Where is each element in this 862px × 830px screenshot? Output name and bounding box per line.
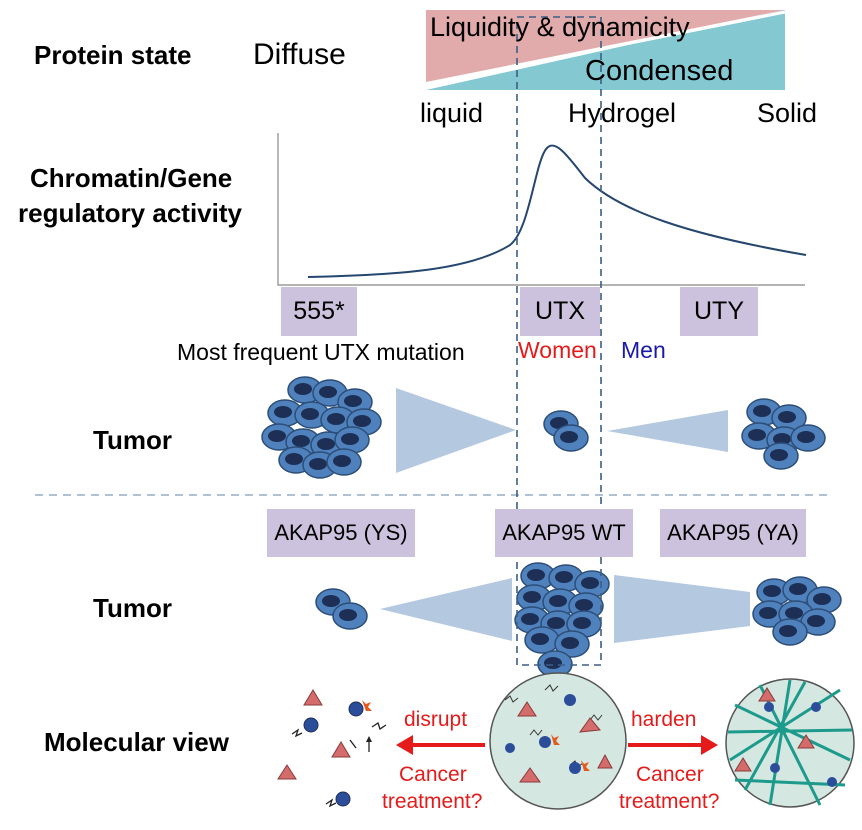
akap95-ys-box: AKAP95 (YS) <box>267 509 415 557</box>
hydrogel-network <box>725 678 855 808</box>
tumor2-label: Tumor <box>93 593 172 623</box>
wedge-separator <box>425 10 786 86</box>
men-label: Men <box>621 337 666 363</box>
condensate-droplet <box>489 672 627 810</box>
activity-label-line1: Chromatin/Gene <box>30 163 233 193</box>
tumor-cell <box>772 618 808 646</box>
tumor-cell <box>806 586 842 614</box>
tumor2-medium-cluster <box>752 576 842 646</box>
treatment-right-label: treatment? <box>619 790 720 813</box>
mutant-note: Most frequent UTX mutation <box>177 339 465 365</box>
activity-label-line2: regulatory activity <box>18 198 242 228</box>
tumor1-label: Tumor <box>93 425 172 455</box>
tumor-cell <box>790 424 826 452</box>
tumor-cell <box>516 584 552 612</box>
utx-box: UTX <box>520 287 600 336</box>
akap95-ys-label: AKAP95 (YS) <box>274 520 408 545</box>
liquidity-wedge <box>426 10 785 82</box>
harden-arrow <box>628 735 718 755</box>
tumor-cell <box>334 426 370 454</box>
uty-box: UTY <box>680 287 758 336</box>
protein-state-label: Protein state <box>34 40 192 70</box>
uty-label: UTY <box>694 297 744 325</box>
tumor2-small-cluster <box>315 588 368 630</box>
disrupt-arrow <box>396 735 485 755</box>
liquidity-label: Liquidity & dynamicity <box>430 12 690 42</box>
treatment-left-label: treatment? <box>382 790 483 813</box>
tumor2-large-cluster <box>514 562 610 678</box>
tumor1-large-cluster <box>261 376 382 479</box>
diffuse-label: Diffuse <box>253 38 346 71</box>
tumor-cell <box>553 424 589 452</box>
tumor-cell <box>763 442 799 470</box>
tumor-cell <box>320 406 356 434</box>
condensed-label: Condensed <box>585 55 734 87</box>
tumor-cell <box>524 626 560 654</box>
mutant-555-box: 555* <box>281 287 357 336</box>
tumor1-medium-cluster <box>741 398 826 470</box>
tumor-cell <box>267 399 303 427</box>
akap95-wt-label: AKAP95 WT <box>502 520 626 545</box>
cancer-left-label: Cancer <box>399 763 467 786</box>
cancer-right-label: Cancer <box>636 763 704 786</box>
mutant-555-label: 555* <box>293 297 345 325</box>
diffuse-molecules <box>277 689 387 808</box>
utx-label: UTX <box>535 297 585 325</box>
solid-label: Solid <box>757 98 818 128</box>
akap95-wt-box: AKAP95 WT <box>495 509 633 557</box>
tumor1-right-wedge <box>607 410 728 452</box>
tumor-cell <box>554 630 590 658</box>
tumor1-left-wedge <box>396 388 516 473</box>
hydrogel-highlight-box <box>516 16 602 666</box>
tumor-cell <box>574 570 610 598</box>
tumor-cell <box>332 602 368 630</box>
activity-axes <box>277 133 805 286</box>
liquid-label: liquid <box>420 98 484 128</box>
molecular-view-label: Molecular view <box>44 727 229 757</box>
akap95-ya-box: AKAP95 (YA) <box>660 509 806 557</box>
akap95-ya-label: AKAP95 (YA) <box>667 520 799 545</box>
tumor-cell <box>520 562 556 590</box>
hydrogel-label: Hydrogel <box>568 98 677 128</box>
harden-label: harden <box>631 708 697 731</box>
tumor2-left-wedge <box>380 578 512 641</box>
disrupt-label: disrupt <box>404 708 468 731</box>
activity-curve <box>307 144 807 278</box>
tumor2-right-wedge <box>614 575 750 643</box>
women-label: Women <box>518 337 597 363</box>
tumor-cell <box>326 448 362 476</box>
tumor1-small-cluster <box>543 410 589 452</box>
